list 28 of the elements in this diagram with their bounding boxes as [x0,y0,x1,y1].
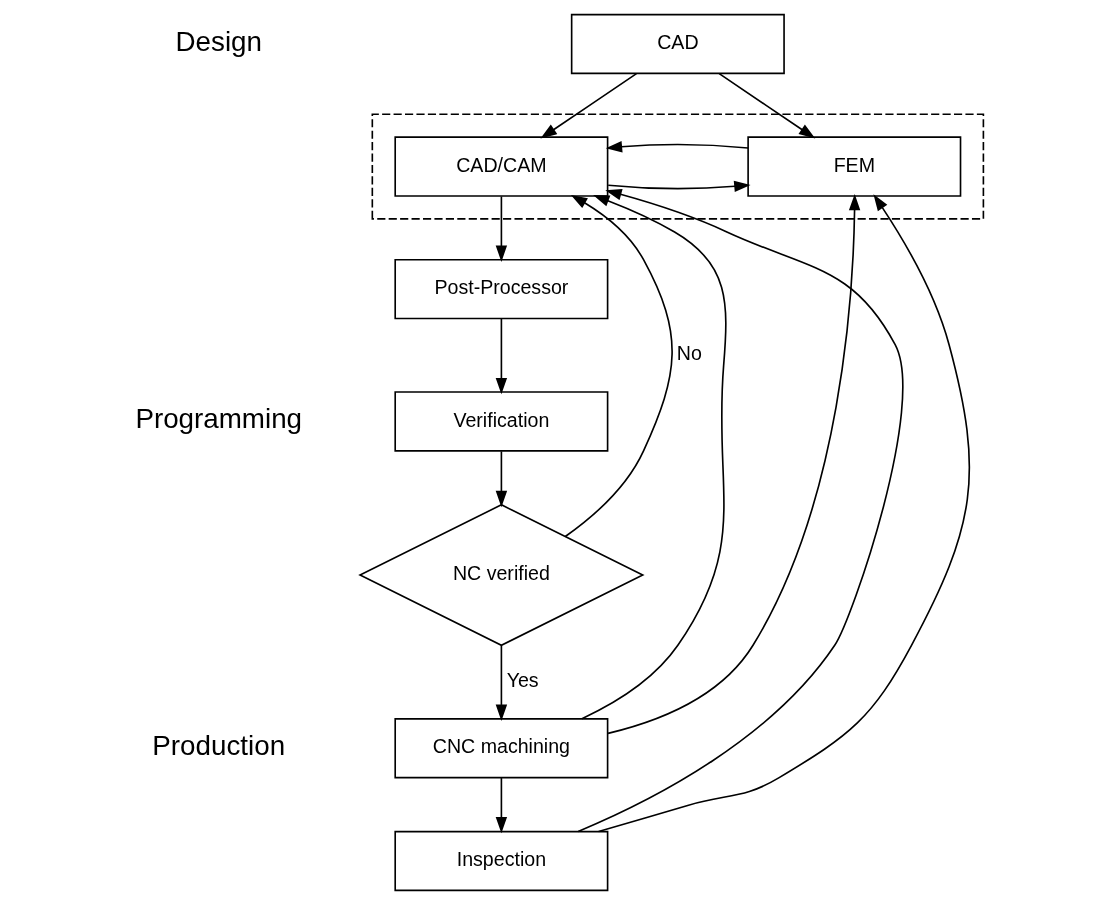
edge-label: No [676,342,702,365]
node-box: Inspection [393,830,608,892]
cluster [371,113,984,220]
label: Programming [134,403,302,435]
arrow [606,180,751,193]
node-box: CAD/CAM [393,136,608,197]
arrow [495,195,507,262]
node-box: FEM [746,136,961,197]
node-diamond: NC verified [357,503,645,647]
arrow [495,450,507,508]
node-box: Verification [393,391,608,452]
node-box: CAD [570,13,785,75]
arrow [597,194,970,833]
arrow [539,72,637,139]
arrow [495,644,507,721]
arrow [605,141,749,153]
arrow [495,317,507,395]
arrow [717,72,815,139]
arrow [580,195,727,720]
label: Production [151,729,285,761]
node-box: Post-Processor [393,258,608,320]
label: Design [175,25,262,57]
node-box: CNC machining [393,718,608,779]
edge-label: Yes [506,669,539,692]
arrow [606,193,860,735]
arrow [564,195,673,538]
arrow [495,777,507,834]
arrow [576,188,904,833]
